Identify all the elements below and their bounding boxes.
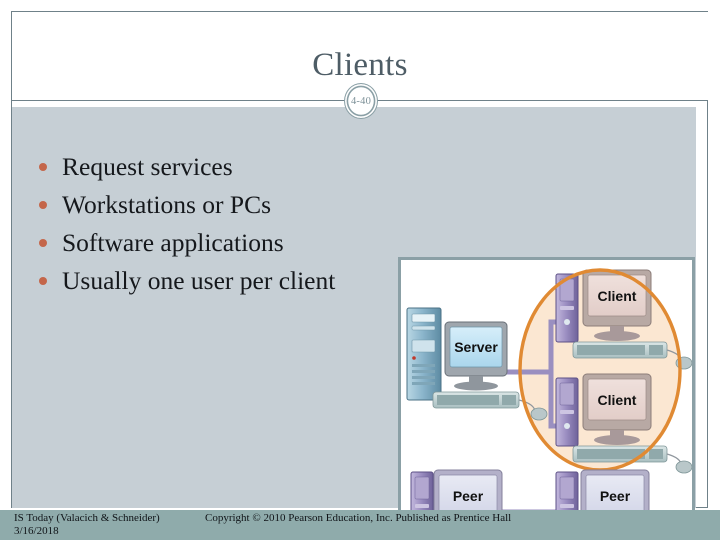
server-node: Server — [406, 307, 548, 421]
list-item-label: Workstations or PCs — [62, 190, 272, 219]
list-item-label: Request services — [62, 152, 233, 181]
footer-band — [0, 510, 720, 540]
slide-body-panel: Request services Workstations or PCs Sof… — [12, 107, 696, 540]
svg-text:Peer: Peer — [453, 488, 484, 504]
svg-text:Client: Client — [598, 392, 637, 408]
bullet-dot-icon — [39, 277, 47, 285]
bullet-list: Request services Workstations or PCs Sof… — [34, 149, 374, 301]
list-item: Software applications — [34, 225, 374, 261]
network-diagram-image: Server Client — [398, 257, 695, 540]
footer-date-label: 3/16/2018 — [14, 525, 59, 537]
list-item-label: Software applications — [62, 228, 284, 257]
bullet-dot-icon — [39, 239, 47, 247]
footer-source-label: IS Today (Valacich & Schneider) — [14, 512, 160, 524]
page-title: Clients — [312, 47, 408, 83]
client-node-2: Client — [555, 373, 692, 474]
list-item-label: Usually one user per client — [62, 266, 336, 295]
slide-number-badge: 4-40 — [344, 83, 378, 119]
bullet-dot-icon — [39, 201, 47, 209]
svg-text:Peer: Peer — [600, 488, 631, 504]
slide-number-label: 4-40 — [350, 95, 372, 107]
svg-text:Client: Client — [598, 288, 637, 304]
list-item: Request services — [34, 149, 374, 185]
svg-text:Server: Server — [454, 339, 498, 355]
list-item: Usually one user per client — [34, 263, 374, 299]
bullet-dot-icon — [39, 163, 47, 171]
footer-copyright-label: Copyright © 2010 Pearson Education, Inc.… — [205, 512, 512, 524]
list-item: Workstations or PCs — [34, 187, 374, 223]
client-node-1: Client — [555, 269, 692, 370]
